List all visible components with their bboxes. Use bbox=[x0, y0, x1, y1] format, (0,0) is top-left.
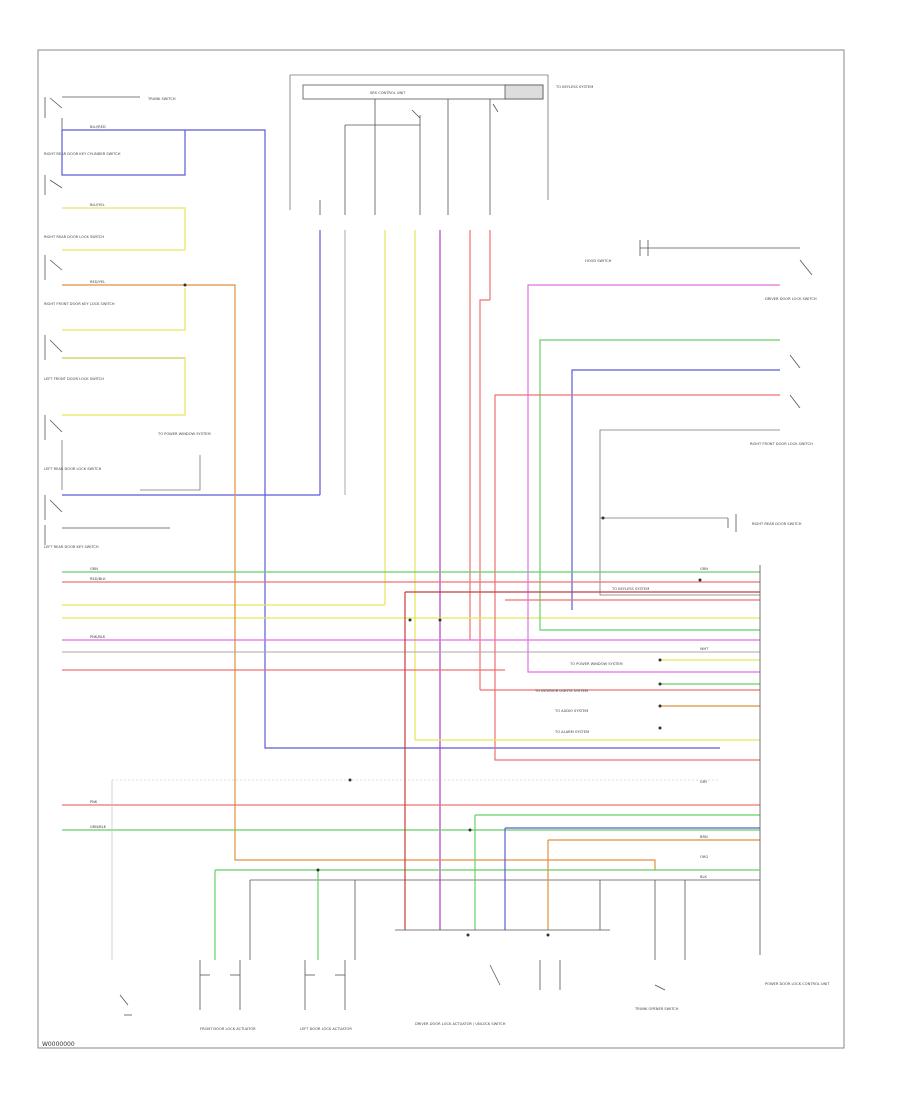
tag-pnk-blk: PNK/BLK bbox=[90, 635, 106, 639]
note-keyless: TO KEYLESS SYSTEM bbox=[611, 587, 649, 591]
tag-blu-red: BLU/RED bbox=[90, 125, 106, 129]
left-orange-wire bbox=[62, 284, 656, 870]
tag-red-blk: RED/BLK bbox=[90, 577, 106, 581]
top-right-note: TO KEYLESS SYSTEM bbox=[555, 85, 593, 89]
footer-code: W0000000 bbox=[42, 1041, 75, 1048]
rf-key-switch-label: RIGHT FRONT DOOR KEY LOCK SWITCH bbox=[44, 302, 115, 306]
wire-color-tags: BLU/RED BLU/YEL RED/YEL GRN RED/BLK PNK/… bbox=[90, 125, 709, 879]
tag-org-right: ORG bbox=[700, 855, 708, 859]
diagram-border bbox=[37, 49, 845, 1049]
connector-notes: TO KEYLESS SYSTEM TO POWER WINDOW SYSTEM… bbox=[534, 587, 649, 734]
trunk-switch-bottom-label: TRUNK OPENER SWITCH bbox=[634, 1007, 679, 1011]
trunk-opener-switch: TRUNK OPENER SWITCH bbox=[634, 984, 679, 1011]
rf-lock-switch-label: RIGHT FRONT DOOR LOCK SWITCH bbox=[750, 442, 813, 446]
left-switch-stack: TRUNK SWITCH RIGHT REAR DOOR KEY CYLINDE… bbox=[44, 96, 211, 549]
right-colored-wires bbox=[494, 284, 780, 761]
tag-blu-yel: BLU/YEL bbox=[90, 203, 105, 207]
lf-lock-switch-label: LEFT FRONT DOOR LOCK SWITCH bbox=[44, 377, 104, 381]
front-actuator-label: FRONT DOOR LOCK ACTUATOR bbox=[200, 1027, 256, 1031]
control-unit-label: POWER DOOR LOCK CONTROL UNIT bbox=[765, 982, 830, 986]
left-actuator-label: LEFT DOOR LOCK ACTUATOR bbox=[300, 1027, 352, 1031]
rr-lock-switch-label: RIGHT REAR DOOR LOCK SWITCH bbox=[44, 235, 104, 239]
trunk-switch-label: TRUNK SWITCH bbox=[147, 97, 176, 101]
tag-brn-right: BRN bbox=[700, 835, 708, 839]
front-door-lock-actuator: FRONT DOOR LOCK ACTUATOR bbox=[199, 960, 256, 1031]
driver-door-lock-actuator: DRIVER DOOR LOCK ACTUATOR / UNLOCK SWITC… bbox=[395, 929, 610, 1026]
rr-door-switch-label: RIGHT REAR DOOR SWITCH bbox=[752, 522, 802, 526]
hood-switch-label: HOOD SWITCH bbox=[585, 259, 612, 263]
srs-unit-label: SRS CONTROL UNIT bbox=[370, 91, 406, 95]
tag-blk-right: BLK bbox=[700, 875, 707, 879]
tag-grn: GRN bbox=[90, 567, 98, 571]
top-vertical-wires bbox=[319, 230, 491, 930]
tag-gry-right: GRY bbox=[700, 780, 708, 784]
tag-pnk: PNK bbox=[90, 800, 98, 804]
note-power-window: TO POWER WINDOW SYSTEM bbox=[569, 662, 623, 666]
note-alarm: TO ALARM SYSTEM bbox=[554, 730, 589, 734]
lr-key-switch-label: LEFT REAR DOOR KEY SWITCH bbox=[44, 545, 99, 549]
driver-actuator-label: DRIVER DOOR LOCK ACTUATOR / UNLOCK SWITC… bbox=[415, 1022, 506, 1026]
left-blue-wires bbox=[61, 129, 720, 749]
splice-points bbox=[183, 283, 702, 937]
tag-grn-blk: GRN/BLK bbox=[90, 825, 107, 829]
note-audio: TO AUDIO SYSTEM bbox=[554, 709, 588, 713]
note-interior: TO INTERIOR LIGHTS SYSTEM bbox=[534, 689, 588, 693]
tag-red-yel: RED/YEL bbox=[90, 280, 105, 284]
rr-key-switch-label: RIGHT REAR DOOR KEY CYLINDER SWITCH bbox=[44, 152, 121, 156]
control-unit-terminal-strip: POWER DOOR LOCK CONTROL UNIT bbox=[759, 565, 830, 986]
ground-switch bbox=[111, 780, 132, 1016]
left-door-lock-actuator: LEFT DOOR LOCK ACTUATOR bbox=[300, 960, 352, 1031]
right-switch-stack: HOOD SWITCH DRIVER DOOR LOCK SWITCH RIGH… bbox=[585, 240, 817, 532]
lr-lock-switch-label: LEFT REAR DOOR LOCK SWITCH bbox=[44, 467, 102, 471]
left-yellow-wires bbox=[62, 207, 760, 619]
driver-lock-switch-label: DRIVER DOOR LOCK SWITCH bbox=[765, 297, 817, 301]
tag-grn-right: GRN bbox=[700, 567, 708, 571]
top-connector-block: SRS CONTROL UNIT TO KEYLESS SYSTEM bbox=[289, 74, 593, 215]
tag-wht-right: WHT bbox=[700, 647, 709, 651]
horizontal-bus-wires bbox=[62, 571, 760, 841]
left-gray-wires bbox=[61, 440, 760, 653]
door-lock-note: TO POWER WINDOW SYSTEM bbox=[157, 432, 211, 436]
bottom-vertical-wires bbox=[214, 592, 760, 960]
